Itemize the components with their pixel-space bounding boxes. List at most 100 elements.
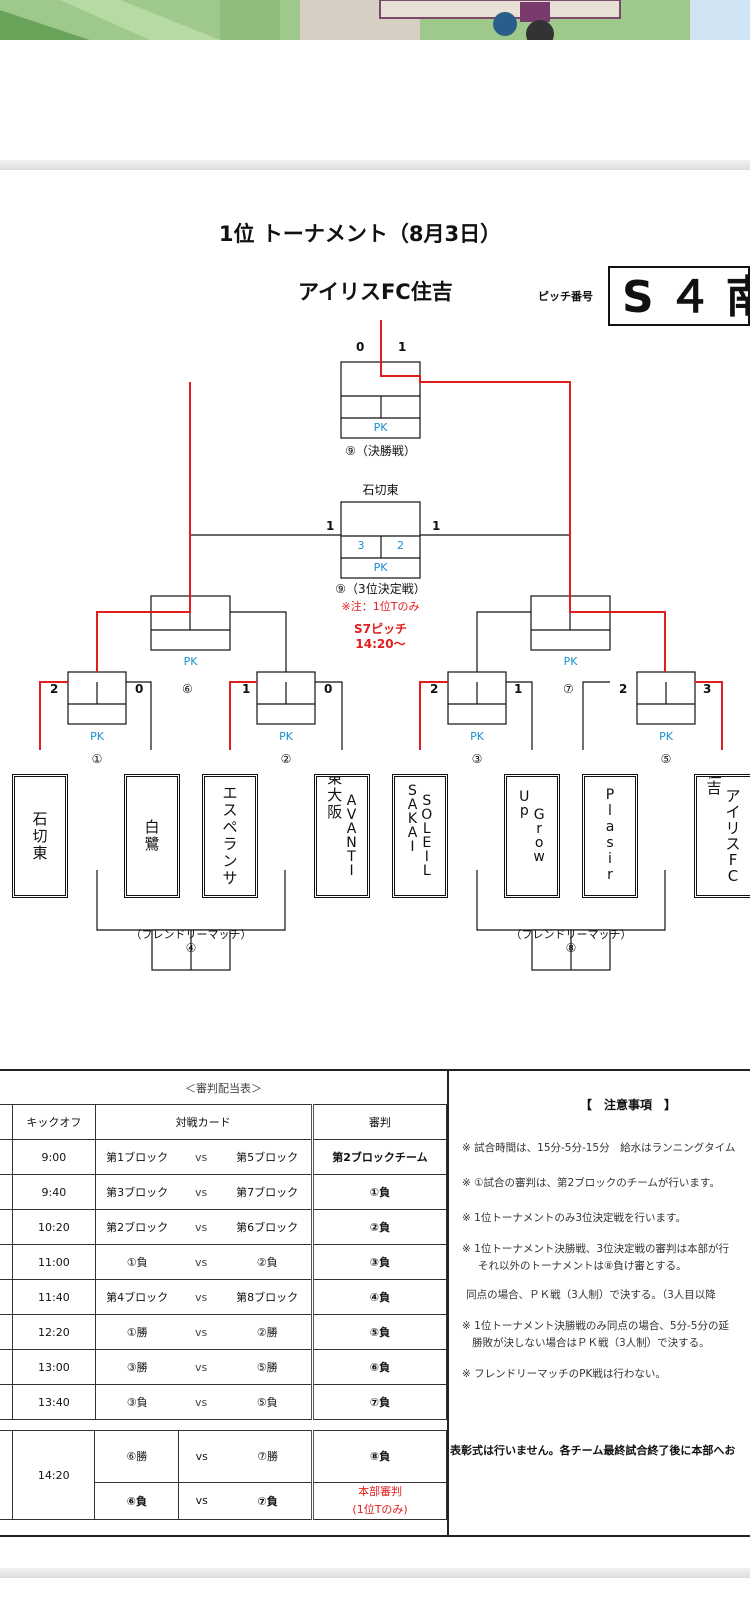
- team-name-shirasagi: 白鷺: [144, 818, 160, 853]
- last-home2: ⑥負: [94, 1481, 180, 1521]
- away-cell: ②勝: [223, 1314, 313, 1350]
- team-name-iris: アイリスFC 住吉: [706, 777, 741, 885]
- vs-cell: vs: [178, 1314, 224, 1350]
- third-score-right: 1: [432, 519, 441, 533]
- third-pk-left: 3: [357, 539, 365, 552]
- table-row: ⑥負 vs ⑦負 本部審判 (1位Tのみ): [0, 1481, 447, 1521]
- map-strip: [0, 0, 750, 40]
- semi-left-pk: PK: [183, 655, 198, 668]
- referee-cell: ③負: [310, 1244, 448, 1280]
- m2-pk: PK: [279, 730, 293, 743]
- third-score-left: 1: [326, 519, 335, 533]
- semi-right-pk: PK: [563, 655, 578, 668]
- note-item: ※ 同点の場合、ＰＫ戦（3人制）で決する。（3人目以降: [462, 1289, 716, 1301]
- kickoff-cell: 13:00: [12, 1349, 96, 1385]
- team-box: 白鷺: [124, 774, 180, 898]
- last-away1: ⑦勝: [224, 1430, 314, 1483]
- home-cell: 第1ブロック: [94, 1139, 179, 1175]
- kickoff-cell: 12:20: [12, 1314, 96, 1350]
- referee-cell: ⑦負: [310, 1384, 448, 1420]
- referee-cell: 第2ブロックチーム: [310, 1139, 448, 1175]
- row-gutter: [0, 1314, 14, 1350]
- third-time: 14:20〜: [355, 637, 406, 651]
- team-box: エスペランサ: [202, 774, 258, 898]
- schedule-title: ＜審判配当表＞: [185, 1082, 262, 1095]
- friendly-left-num: ④: [185, 941, 197, 955]
- team-box: 石切東: [12, 774, 68, 898]
- note-item: 勝敗が決しない場合はＰＫ戦（3人制）で決する。: [472, 1337, 710, 1349]
- last-ref2-line1: 本部審判: [358, 1484, 403, 1498]
- pitch-label: ピッチ番号: [538, 290, 593, 303]
- table-header-row: キックオフ 対戦カード 審判: [0, 1104, 448, 1140]
- semi-left-num: ⑥: [182, 682, 193, 696]
- third-note: ※注：1位Tのみ: [341, 600, 420, 613]
- row-gutter: [0, 1139, 14, 1175]
- last-time: 14:20: [12, 1430, 96, 1520]
- referee-header: 審判: [310, 1104, 448, 1140]
- team-box: アイリスFC 住吉: [694, 774, 750, 898]
- last-vs1: vs: [178, 1430, 224, 1483]
- referee-cell: ①負: [310, 1174, 448, 1210]
- award-note: 表彰式は行いません。各チーム最終試合終了後に本部へお: [450, 1444, 736, 1457]
- table-row: 14:20 ⑥勝 vs ⑦勝 ⑧負: [0, 1430, 447, 1520]
- row-gutter: [0, 1279, 14, 1315]
- final-label: ⑨（決勝戦）: [345, 444, 416, 458]
- row-gutter: [0, 1244, 14, 1280]
- kickoff-cell: 9:40: [12, 1174, 96, 1210]
- kickoff-cell: 10:20: [12, 1209, 96, 1245]
- row-gutter: [0, 1174, 14, 1210]
- vs-cell: vs: [178, 1209, 224, 1245]
- team-name-ishikiri: 石切東: [32, 809, 48, 862]
- kickoff-header: キックオフ: [12, 1104, 96, 1140]
- notes-title: 【 注意事項 】: [580, 1098, 677, 1112]
- away-cell: 第7ブロック: [223, 1174, 313, 1210]
- note-item: ※ 1位トーナメント決勝戦、3位決定戦の審判は本部が行: [462, 1243, 729, 1255]
- third-pk-right: 2: [397, 539, 404, 552]
- kickoff-cell: 11:00: [12, 1244, 96, 1280]
- home-cell: ③負: [94, 1384, 179, 1420]
- schedule-section: [0, 1069, 750, 1537]
- vs-cell: vs: [178, 1244, 224, 1280]
- final-pk: PK: [373, 421, 388, 434]
- tournament-title: 1位 トーナメント（8月3日）: [218, 222, 502, 246]
- referee-cell: ⑤負: [310, 1314, 448, 1350]
- referee-cell: ④負: [310, 1279, 448, 1315]
- note-item: ※ 1位トーナメントのみ3位決定戦を行います。: [462, 1212, 686, 1224]
- notes-title-wrap: 【 注意事項 】: [460, 1096, 750, 1113]
- home-cell: 第4ブロック: [94, 1279, 179, 1315]
- bracket-lines: [39, 320, 723, 971]
- last-ref2-line2: (1位Tのみ): [352, 1502, 408, 1516]
- m5-score-left: 2: [619, 682, 628, 696]
- m5-num: ⑤: [660, 752, 672, 766]
- home-cell: 第2ブロック: [94, 1209, 179, 1245]
- kickoff-cell: 9:00: [12, 1139, 96, 1175]
- note-item: それ以外のトーナメントは⑧負け審とする。: [478, 1260, 687, 1272]
- last-ref1: ⑧負: [311, 1430, 447, 1483]
- row-gutter: [0, 1384, 14, 1420]
- schedule-divider: [447, 1069, 449, 1535]
- friendly-right-num: ⑧: [565, 941, 577, 955]
- m1-pk: PK: [90, 730, 104, 743]
- m2-num: ②: [280, 752, 292, 766]
- m3-score-left: 2: [430, 682, 439, 696]
- away-cell: ⑤勝: [223, 1349, 313, 1385]
- kickoff-cell: 11:40: [12, 1279, 96, 1315]
- semi-right-num: ⑦: [563, 682, 574, 696]
- referee-cell: ⑥負: [310, 1349, 448, 1385]
- m3-pk: PK: [470, 730, 484, 743]
- home-cell: 第3ブロック: [94, 1174, 179, 1210]
- note-item: ※ 試合時間は、15分-5分-15分 給水はランニングタイム: [462, 1142, 736, 1154]
- row-gutter: [0, 1209, 14, 1245]
- vs-cell: vs: [178, 1139, 224, 1175]
- referee-cell: ②負: [310, 1209, 448, 1245]
